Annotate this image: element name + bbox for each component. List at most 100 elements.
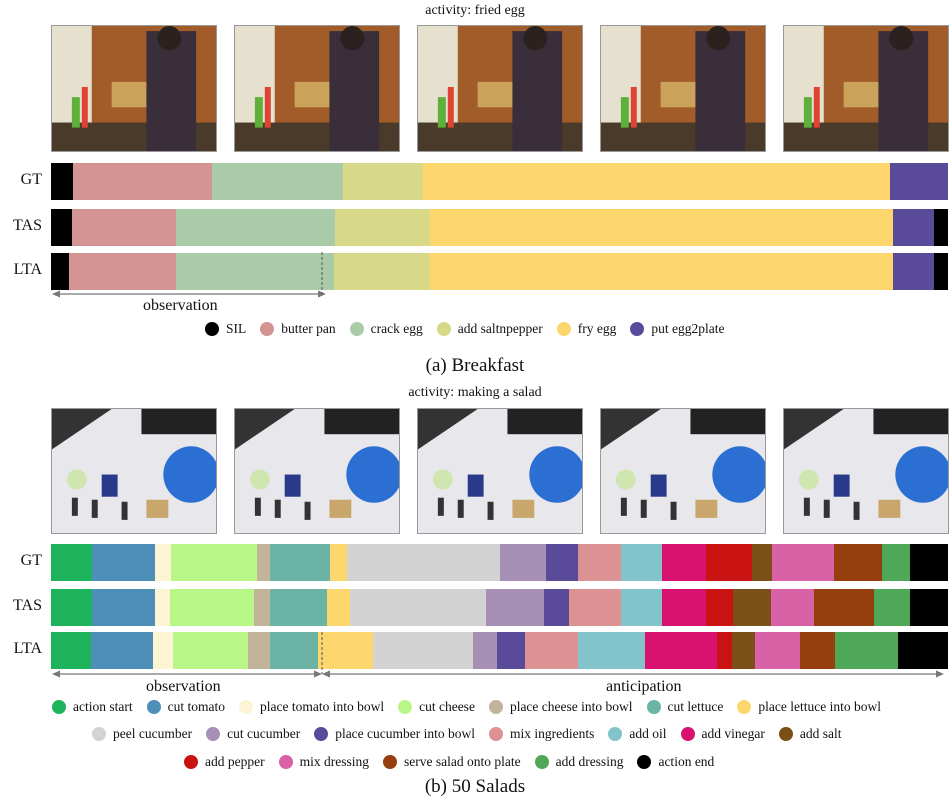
legend-swatch (680, 727, 695, 741)
legend-swatch (436, 322, 451, 336)
legend-swatch (489, 727, 504, 741)
segment (429, 253, 894, 290)
salad-row-label-lta: LTA (13, 640, 42, 657)
legend-label: action end (658, 754, 715, 769)
legend-item: action start (52, 699, 133, 715)
segment (933, 253, 949, 290)
legend-swatch (382, 755, 397, 769)
segment (873, 589, 911, 626)
segment (661, 589, 707, 626)
segment (71, 209, 177, 246)
segment (752, 544, 773, 581)
segment (578, 544, 622, 581)
legend-item: put egg2plate (630, 321, 725, 337)
segment (91, 544, 156, 581)
breakfast-observation-label: observation (143, 297, 218, 314)
salad-row-label-tas: TAS (13, 597, 42, 614)
segment (429, 209, 894, 246)
legend-swatch (637, 755, 652, 769)
segment (909, 544, 949, 581)
legend-item: place cheese into bowl (488, 699, 633, 715)
legend-swatch (488, 700, 503, 714)
legend-item: add pepper (184, 754, 265, 770)
legend-swatch (349, 322, 364, 336)
segment (772, 544, 835, 581)
legend-item: crack egg (349, 321, 423, 337)
segment (893, 253, 935, 290)
breakfast-activity-title: activity: fried egg (425, 3, 525, 18)
segment (51, 163, 74, 200)
legend-swatch (630, 322, 645, 336)
legend-swatch (238, 700, 253, 714)
legend-swatch (608, 727, 623, 741)
segment (909, 589, 949, 626)
segment (51, 632, 92, 669)
segment (73, 163, 213, 200)
legend-swatch (92, 727, 106, 741)
segment (170, 544, 258, 581)
legend-swatch (260, 322, 275, 336)
segment (620, 544, 663, 581)
breakfast-frame-4 (600, 25, 766, 152)
segment (897, 632, 949, 669)
segment (327, 589, 351, 626)
legend-label: cut lettuce (667, 699, 724, 714)
salad-observation-label: observation (146, 678, 221, 695)
legend-swatch (737, 700, 752, 714)
legend-swatch (205, 322, 219, 336)
breakfast-row-label-gt: GT (20, 171, 42, 188)
segment (473, 632, 498, 669)
legend-item: place cucumber into bowl (314, 726, 475, 742)
segment (333, 253, 430, 290)
salad-frame-4 (600, 408, 766, 534)
legend-swatch (206, 727, 221, 741)
segment (51, 544, 93, 581)
legend-item: add saltnpepper (436, 321, 543, 337)
legend-label: butter pan (281, 321, 336, 336)
segment (731, 632, 756, 669)
legend-label: add vinegar (701, 726, 765, 741)
segment (893, 209, 935, 246)
breakfast-row-label-lta: LTA (13, 261, 42, 278)
legend-item: cut cheese (398, 699, 475, 715)
breakfast-caption: (a) Breakfast (425, 355, 525, 376)
breakfast-row-label-tas: TAS (13, 217, 42, 234)
segment (833, 544, 883, 581)
legend-swatch (146, 700, 161, 714)
segment (496, 632, 526, 669)
legend-label: place lettuce into bowl (758, 699, 881, 714)
segment (335, 209, 430, 246)
legend-label: add pepper (205, 754, 265, 769)
segment (933, 209, 949, 246)
segment (51, 209, 73, 246)
legend-label: peel cucumber (113, 726, 193, 741)
legend-item: add vinegar (680, 726, 765, 742)
legend-swatch (778, 727, 793, 741)
segment (253, 589, 271, 626)
legend-swatch (398, 700, 413, 714)
segment (175, 253, 334, 290)
segment (270, 544, 331, 581)
salad-frame-3 (417, 408, 583, 534)
legend-item: action end (637, 754, 714, 770)
segment (544, 589, 570, 626)
segment (330, 544, 348, 581)
legend-item: peel cucumber (92, 726, 192, 742)
legend-swatch (52, 700, 66, 714)
salad-frame-5 (783, 408, 949, 534)
segment (706, 544, 753, 581)
legend-item: add dressing (534, 754, 624, 770)
segment (269, 632, 319, 669)
legend-item: place tomato into bowl (238, 699, 384, 715)
salad-bar-lta (51, 632, 949, 669)
salad-anticipation-label: anticipation (606, 678, 682, 695)
salad-bar-gt (51, 544, 949, 581)
segment (716, 632, 733, 669)
legend-label: cut cheese (419, 699, 475, 714)
legend-swatch (314, 727, 329, 741)
segment (248, 632, 271, 669)
segment (91, 632, 154, 669)
legend-label: add dressing (555, 754, 624, 769)
